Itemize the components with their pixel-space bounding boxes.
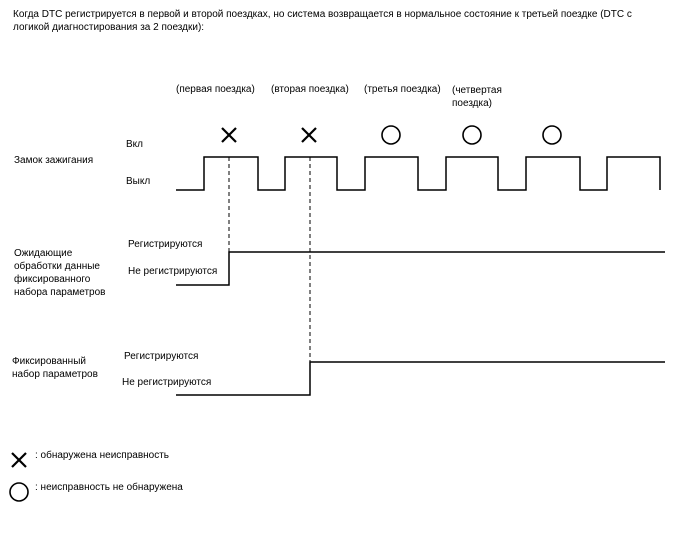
ffd-registered-label: Регистрируются xyxy=(124,351,199,362)
legend-cross-text: : обнаружена неисправность xyxy=(35,450,169,461)
trip-label-3: (третья поездка) xyxy=(364,84,441,95)
trip-label-1: (первая поездка) xyxy=(176,84,255,95)
pending-ffd-not-registered-label: Не регистрируются xyxy=(128,266,218,277)
ignition-off-label: Выкл xyxy=(126,176,151,187)
ffd-not-registered-label: Не регистрируются xyxy=(122,377,212,388)
trip-label-4: (четвертая поездка) xyxy=(452,85,502,109)
trip-label-2: (вторая поездка) xyxy=(271,84,349,95)
pending-ffd-label: Ожидающие обработки данные фиксированног… xyxy=(14,248,106,298)
ffd-label: Фиксированный набор параметров xyxy=(12,356,98,380)
trip-5-circle-icon xyxy=(542,125,562,145)
ignition-on-label: Вкл xyxy=(126,139,143,150)
legend-circle-text: : неисправность не обнаружена xyxy=(35,482,183,493)
legend-cross-icon xyxy=(11,452,27,468)
trip-2-cross-icon xyxy=(301,127,317,143)
pending-ffd-waveform xyxy=(176,251,665,286)
trip-4-circle-icon xyxy=(462,125,482,145)
trip-1-cross-icon xyxy=(221,127,237,143)
ignition-waveform xyxy=(176,156,661,191)
trip-3-circle-icon xyxy=(381,125,401,145)
pending-ffd-registered-label: Регистрируются xyxy=(128,239,203,250)
trip-result-marks xyxy=(221,125,562,145)
intro-text: Когда DTC регистрируется в первой и втор… xyxy=(13,9,632,33)
ignition-label: Замок зажигания xyxy=(14,155,94,166)
ffd-waveform xyxy=(176,361,665,396)
legend-circle-icon xyxy=(9,482,29,502)
